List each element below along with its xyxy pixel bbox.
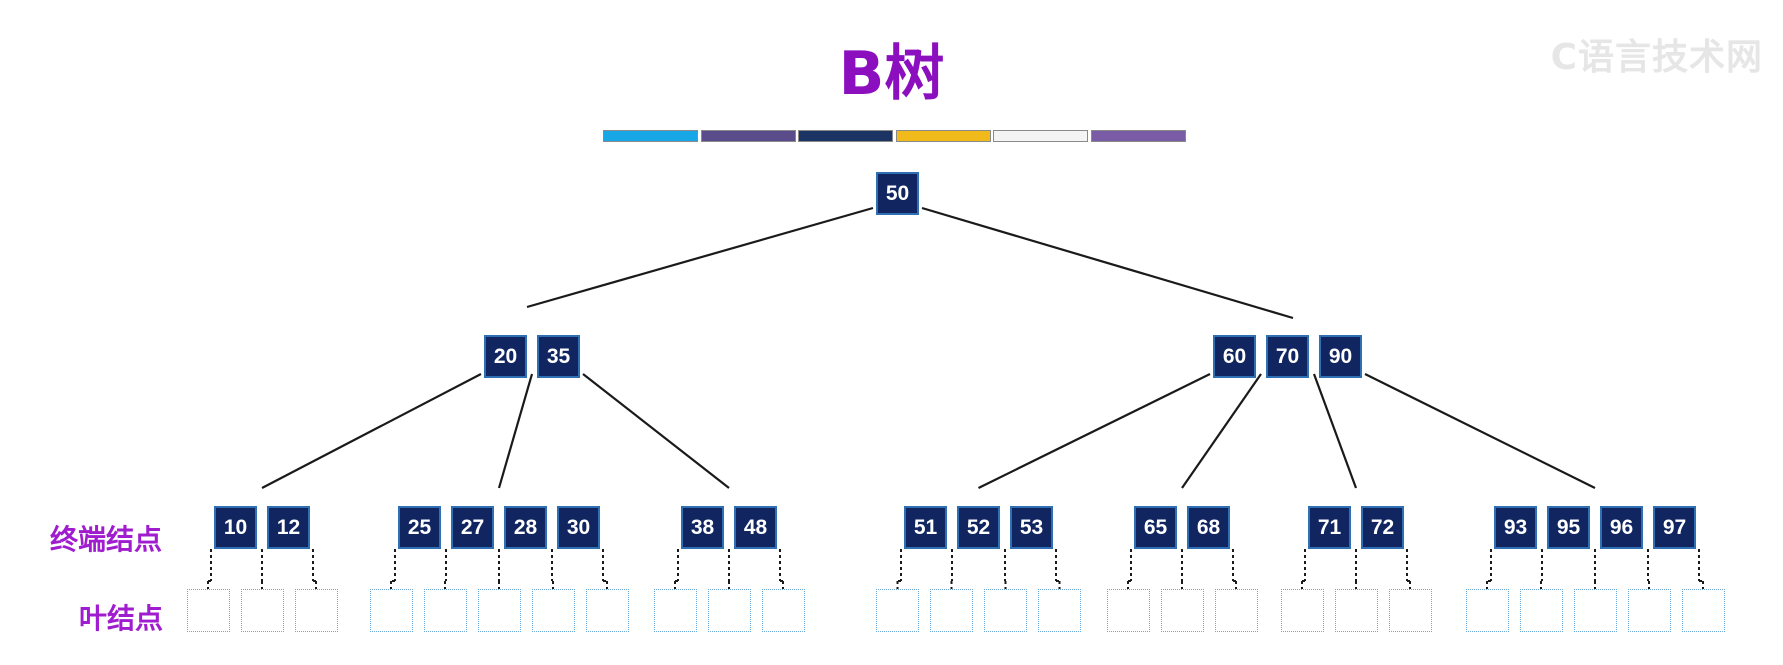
tree-key-10: 10 <box>214 506 257 549</box>
leaf-node <box>585 589 629 632</box>
leaf-node <box>294 589 338 632</box>
tree-edge <box>1181 373 1262 489</box>
color-bar-segment <box>700 130 796 142</box>
color-bar-segment <box>603 130 698 142</box>
leaf-node <box>1334 589 1378 632</box>
leaf-node <box>1573 589 1617 632</box>
tree-key-72: 72 <box>1361 506 1404 549</box>
tree-key-71: 71 <box>1308 506 1351 549</box>
leaf-node <box>1388 589 1432 632</box>
tree-edge <box>1312 373 1358 489</box>
tree-key-96: 96 <box>1600 506 1643 549</box>
tree-key-27: 27 <box>451 506 494 549</box>
tree-edge <box>582 373 730 489</box>
tree-key-95: 95 <box>1547 506 1590 549</box>
leaf-node <box>707 589 751 632</box>
leaf-node <box>653 589 697 632</box>
leaf-node <box>186 589 230 632</box>
leaf-node <box>761 589 805 632</box>
tree-key-60: 60 <box>1213 335 1256 378</box>
tree-key-97: 97 <box>1653 506 1696 549</box>
color-bar-segment <box>1090 130 1186 142</box>
tree-key-28: 28 <box>504 506 547 549</box>
leaf-node <box>369 589 413 632</box>
tree-key-53: 53 <box>1010 506 1053 549</box>
tree-key-20: 20 <box>484 335 527 378</box>
tree-key-25: 25 <box>398 506 441 549</box>
tree-edge <box>526 206 874 309</box>
leaf-node <box>984 589 1027 632</box>
leaf-node <box>1214 589 1258 632</box>
tree-edge <box>1364 373 1596 489</box>
tree-edge <box>497 373 534 489</box>
leaf-node <box>1519 589 1563 632</box>
leaf-node <box>1038 589 1081 632</box>
tree-key-12: 12 <box>267 506 310 549</box>
tree-key-35: 35 <box>537 335 580 378</box>
leaf-node <box>930 589 973 632</box>
leaf-node-label: 叶结点 <box>79 602 164 635</box>
tree-key-65: 65 <box>1134 506 1177 549</box>
tree-key-30: 30 <box>557 506 600 549</box>
tree-key-68: 68 <box>1187 506 1230 549</box>
tree-edge <box>921 206 1294 320</box>
tree-key-48: 48 <box>734 506 777 549</box>
tree-key-90: 90 <box>1319 335 1362 378</box>
tree-key-50: 50 <box>876 172 919 215</box>
watermark: C语言技术网 <box>1550 37 1763 78</box>
leaf-node <box>1160 589 1204 632</box>
color-bar-segment <box>993 130 1088 142</box>
color-bar-segment <box>798 130 893 142</box>
leaf-node <box>1627 589 1671 632</box>
tree-key-51: 51 <box>904 506 947 549</box>
diagram-title: B树 <box>838 39 945 109</box>
leaf-node <box>1465 589 1509 632</box>
tree-key-38: 38 <box>681 506 724 549</box>
leaf-node <box>876 589 919 632</box>
leaf-node <box>1681 589 1725 632</box>
leaf-node <box>423 589 467 632</box>
leaf-node <box>1106 589 1150 632</box>
tree-edge <box>261 373 482 489</box>
leaf-node <box>531 589 575 632</box>
tree-key-93: 93 <box>1494 506 1537 549</box>
tree-key-52: 52 <box>957 506 1000 549</box>
leaf-node <box>240 589 284 632</box>
leaf-node <box>1280 589 1324 632</box>
leaf-node <box>477 589 521 632</box>
tree-key-70: 70 <box>1266 335 1309 378</box>
tree-edge <box>978 373 1211 489</box>
color-bar <box>603 130 1188 143</box>
color-bar-segment <box>895 130 991 142</box>
terminal-node-label: 终端结点 <box>50 523 163 556</box>
